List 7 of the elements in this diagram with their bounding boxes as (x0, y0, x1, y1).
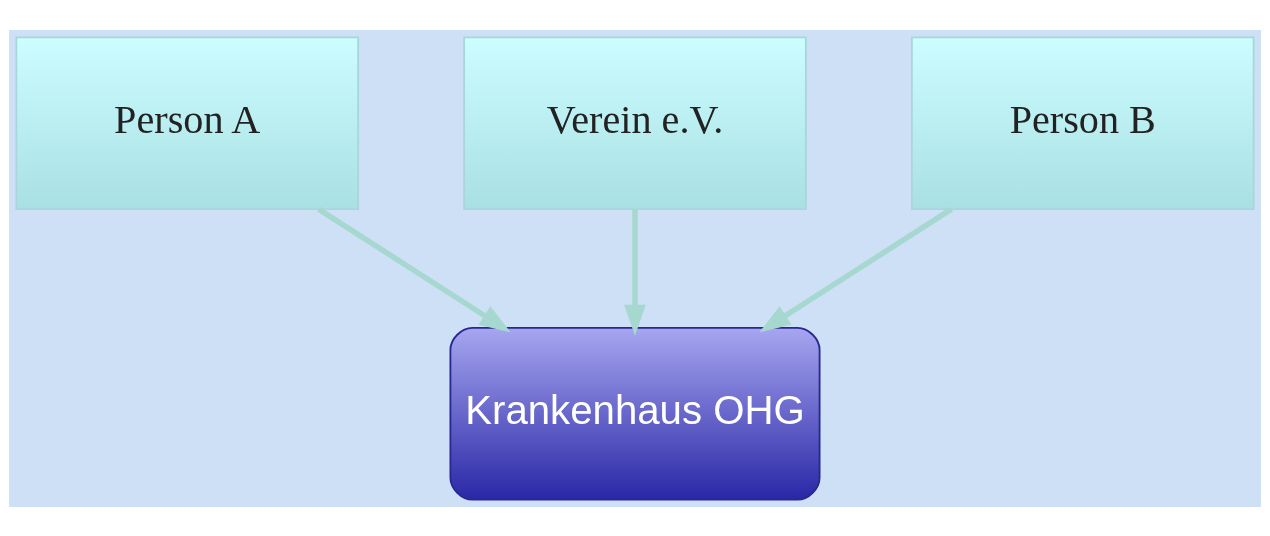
arrow (317, 206, 511, 332)
node-box: Krankenhaus OHG (449, 326, 821, 501)
node-box: Person A (15, 35, 360, 210)
arrow (759, 206, 953, 332)
arrow (624, 209, 646, 336)
node-box: Person B (910, 35, 1255, 210)
node-box: Verein e.V. (463, 35, 807, 210)
